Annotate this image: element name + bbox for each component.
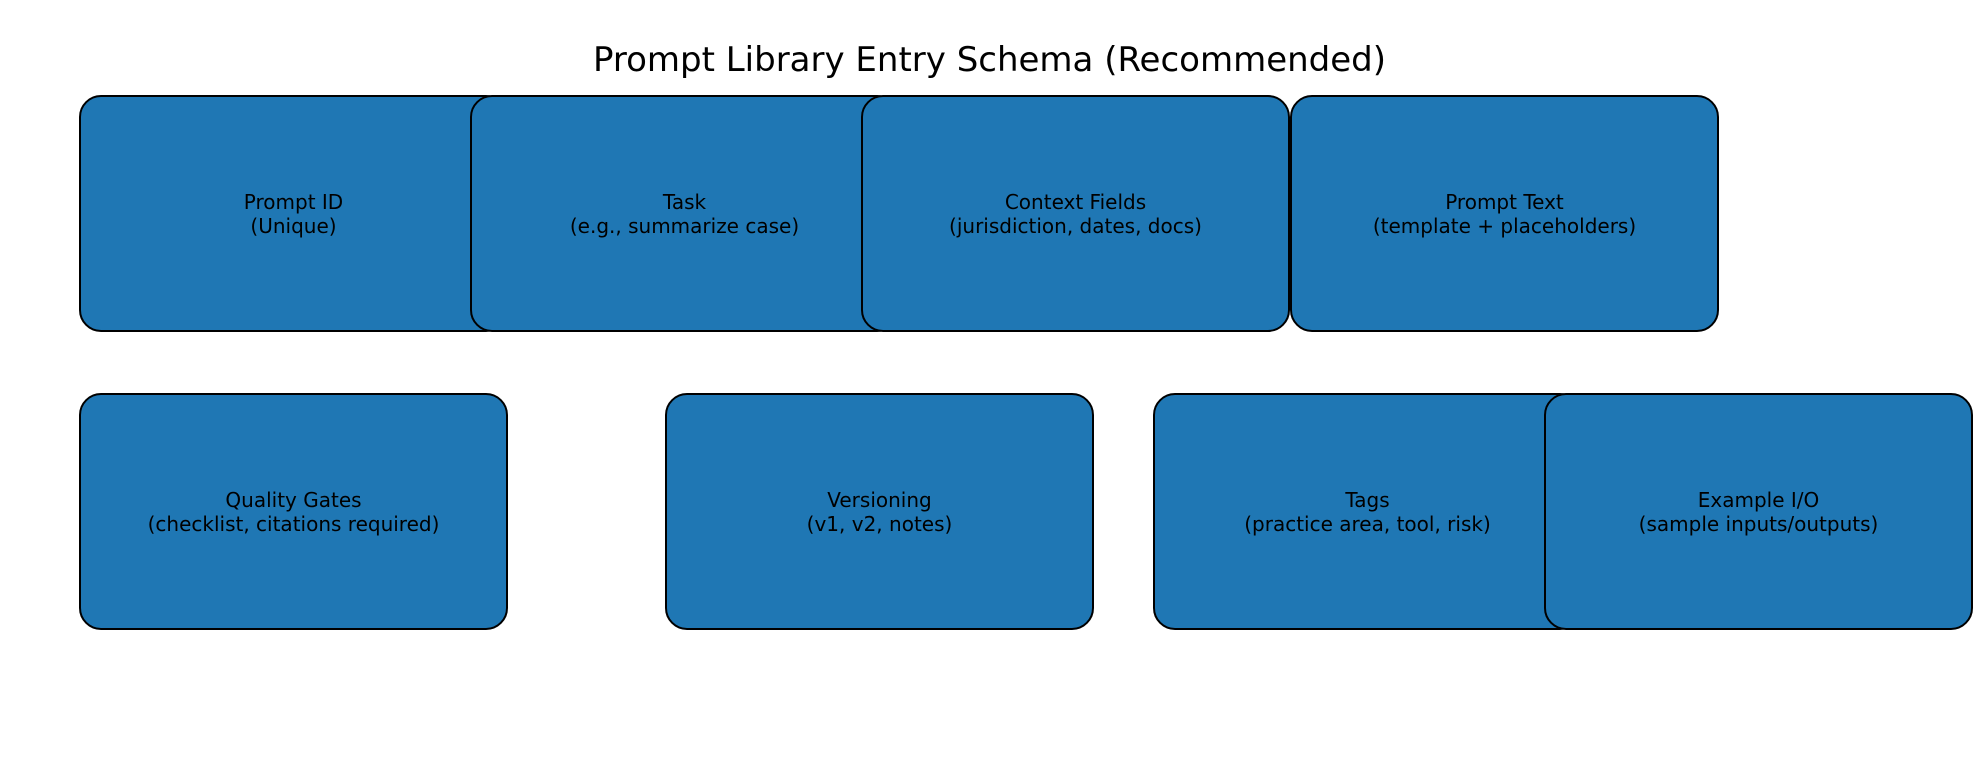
schema-box-example-io: Example I/O (sample inputs/outputs)	[1544, 393, 1973, 630]
schema-box-task: Task (e.g., summarize case)	[470, 95, 899, 332]
schema-box-quality-gates: Quality Gates (checklist, citations requ…	[79, 393, 508, 630]
field-detail: (v1, v2, notes)	[806, 511, 953, 536]
schema-box-versioning: Versioning (v1, v2, notes)	[665, 393, 1094, 630]
field-name: Prompt ID	[243, 189, 344, 214]
field-name: Versioning	[827, 487, 932, 512]
field-name: Example I/O	[1697, 487, 1820, 512]
field-detail: (jurisdiction, dates, docs)	[949, 213, 1202, 238]
field-detail: (sample inputs/outputs)	[1638, 511, 1879, 536]
field-name: Tags	[1345, 487, 1390, 512]
field-detail: (template + placeholders)	[1372, 213, 1637, 238]
field-name: Quality Gates	[225, 487, 362, 512]
schema-box-prompt-id: Prompt ID (Unique)	[79, 95, 508, 332]
field-detail: (e.g., summarize case)	[569, 213, 800, 238]
field-detail: (practice area, tool, risk)	[1244, 511, 1491, 536]
field-detail: (Unique)	[250, 213, 337, 238]
field-name: Task	[662, 189, 707, 214]
field-name: Context Fields	[1004, 189, 1147, 214]
diagram-title: Prompt Library Entry Schema (Recommended…	[592, 40, 1387, 80]
schema-box-prompt-text: Prompt Text (template + placeholders)	[1290, 95, 1719, 332]
field-name: Prompt Text	[1445, 189, 1564, 214]
schema-box-context-fields: Context Fields (jurisdiction, dates, doc…	[861, 95, 1290, 332]
field-detail: (checklist, citations required)	[147, 511, 440, 536]
schema-box-tags: Tags (practice area, tool, risk)	[1153, 393, 1582, 630]
